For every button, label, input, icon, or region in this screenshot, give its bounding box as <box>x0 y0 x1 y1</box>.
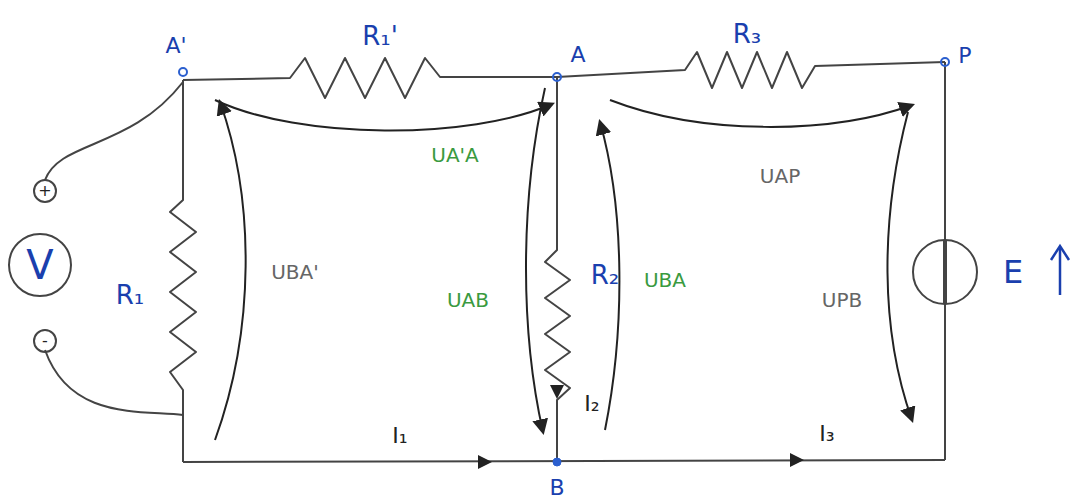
voltage-name: UPB <box>822 290 862 310</box>
terminal-sign: - <box>42 333 48 349</box>
meter-letter: V <box>7 232 73 298</box>
voltage-name: UAP <box>760 166 800 186</box>
resistor-name: R₁' <box>362 23 398 49</box>
terminal-sign: + <box>38 183 51 199</box>
voltage-name: UBA <box>644 270 686 290</box>
node-name: A' <box>165 35 186 57</box>
resistor-name: R₁ <box>116 282 145 308</box>
resistor-name: R₃ <box>733 21 762 47</box>
node-name: A <box>570 44 585 66</box>
node-name: P <box>958 45 971 67</box>
resistor-name: R₂ <box>591 262 620 288</box>
current-name: I₂ <box>584 393 599 415</box>
current-name: I₁ <box>392 425 407 447</box>
voltage-name: UBA' <box>271 262 319 282</box>
voltmeter-circle: V <box>7 232 73 298</box>
node-name: B <box>549 477 564 499</box>
source-name: E <box>1003 256 1023 288</box>
current-name: I₃ <box>819 423 834 445</box>
voltage-name: UA'A <box>431 145 479 165</box>
voltage-name: UAB <box>447 290 489 310</box>
